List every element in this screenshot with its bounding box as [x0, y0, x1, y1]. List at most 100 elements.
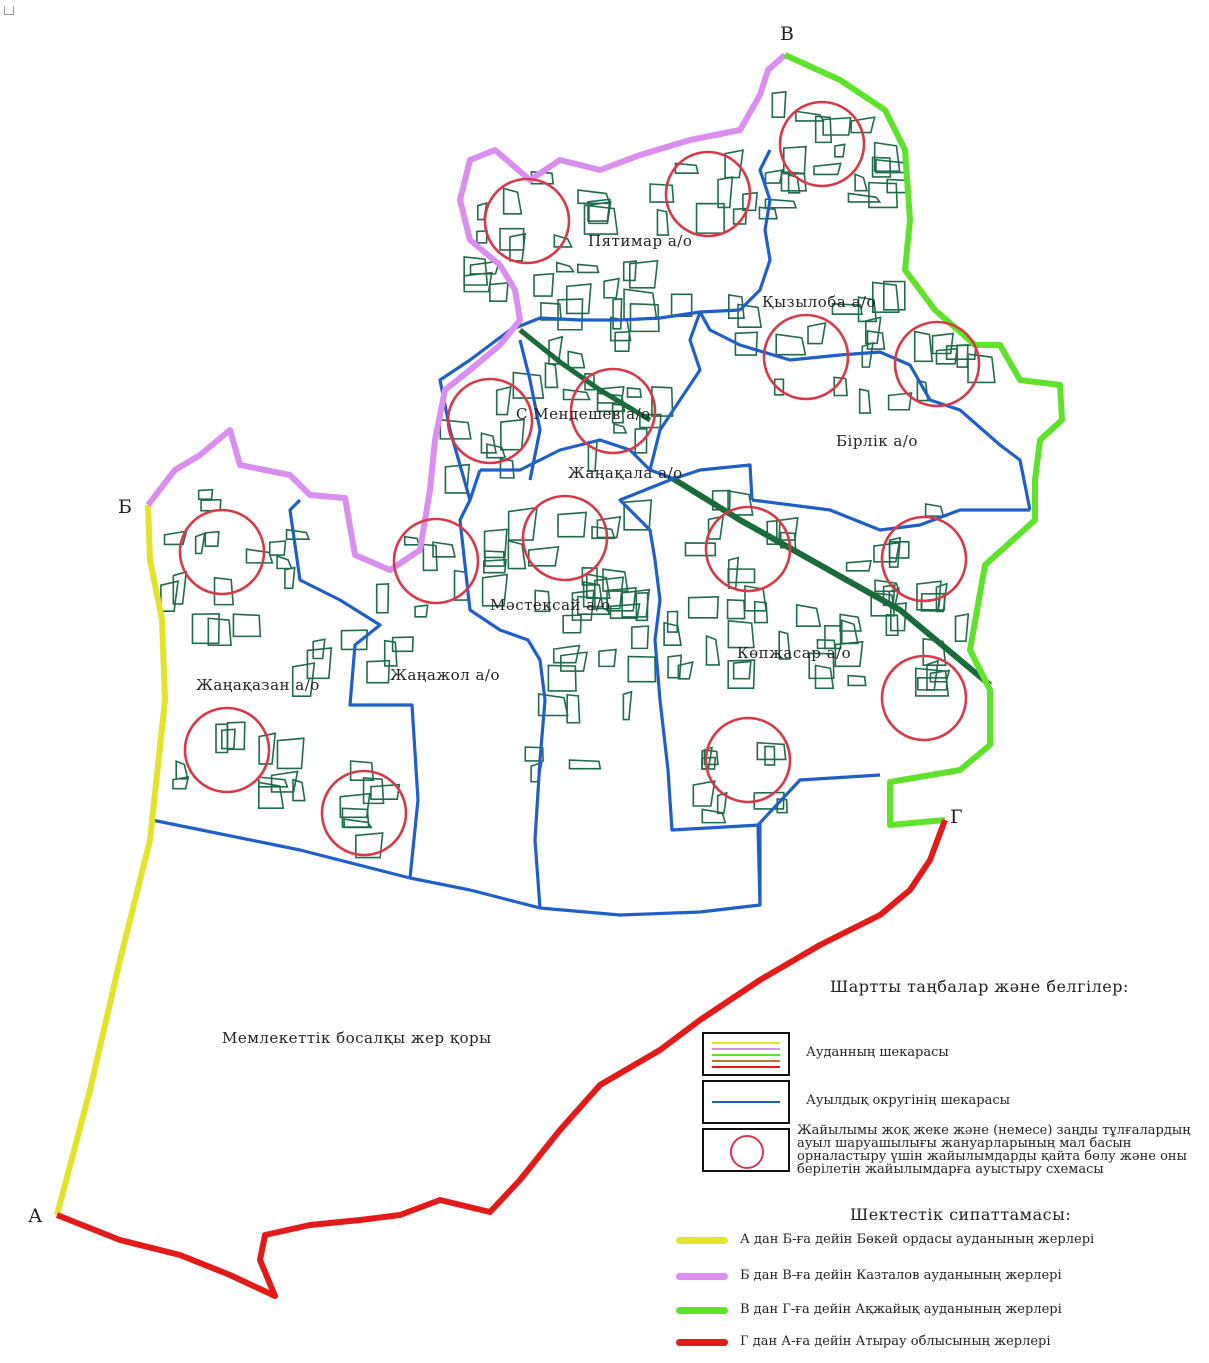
land-parcel — [935, 582, 948, 613]
land-parcel — [566, 693, 581, 724]
land-parcel — [481, 573, 509, 607]
land-parcel — [571, 589, 595, 621]
land-parcel — [753, 600, 769, 624]
land-parcel — [627, 655, 657, 683]
land-parcel — [270, 770, 299, 793]
land-parcel — [463, 271, 493, 293]
land-parcel — [775, 333, 807, 356]
land-parcel — [557, 298, 584, 331]
land-parcel — [649, 183, 675, 203]
district-label: Жаңажол а/о — [390, 666, 500, 684]
rural-district-boundary-line-icon — [702, 1080, 790, 1124]
vertex-label-v: В — [780, 23, 794, 45]
land-parcel — [557, 511, 587, 538]
pasture-circle — [320, 769, 408, 857]
district-label: Бірлік а/о — [836, 432, 918, 450]
land-parcel — [220, 728, 236, 750]
land-parcel — [339, 792, 371, 819]
land-parcel — [432, 541, 457, 558]
land-parcel — [847, 674, 867, 687]
land-parcel — [197, 488, 214, 501]
land-parcel — [484, 550, 506, 567]
land-parcel — [172, 570, 188, 605]
land-parcel — [602, 568, 629, 592]
land-parcel — [834, 143, 846, 158]
pasture-circle — [778, 100, 866, 188]
land-parcel — [737, 303, 762, 329]
land-parcel — [191, 613, 220, 645]
land-parcel — [292, 778, 306, 802]
land-parcel — [734, 331, 759, 356]
land-parcel — [656, 208, 670, 236]
boundary-title: Шектестік сипаттамасы: — [850, 1205, 1072, 1224]
land-parcel — [954, 613, 970, 642]
land-parcel — [509, 232, 526, 262]
land-parcel — [868, 181, 899, 209]
land-parcel — [924, 503, 945, 517]
land-parcel — [629, 302, 660, 333]
land-parcel — [414, 604, 429, 618]
land-parcel — [480, 432, 498, 454]
land-parcel — [831, 302, 863, 316]
land-parcel — [495, 385, 512, 416]
land-parcel — [583, 204, 619, 235]
boundary-swatch-green — [676, 1307, 728, 1314]
land-parcel — [778, 630, 791, 660]
land-parcel — [870, 591, 896, 617]
land-parcel — [861, 341, 874, 368]
boundary-segment-green — [783, 52, 1065, 828]
land-parcel — [920, 592, 946, 611]
land-parcel — [813, 162, 842, 176]
land-parcel — [524, 746, 544, 762]
land-parcel — [732, 660, 752, 680]
land-parcel — [764, 198, 798, 209]
land-parcel — [782, 145, 807, 175]
land-parcel — [527, 545, 560, 567]
land-parcel — [727, 659, 756, 690]
land-parcel — [666, 610, 679, 633]
land-parcel — [756, 741, 787, 761]
boundary-swatch-red — [676, 1339, 728, 1346]
legend-item-label: Жайылымы жоқ жеке және (немесе) заңды тұ… — [797, 1123, 1191, 1177]
land-parcel — [507, 506, 538, 541]
district-label: Пятимар а/о — [588, 232, 692, 250]
land-parcel — [926, 659, 940, 691]
land-parcel — [391, 636, 414, 653]
pasture-circle — [664, 150, 752, 238]
road — [518, 328, 652, 423]
land-parcel — [917, 676, 948, 691]
pasture-circle — [483, 177, 571, 265]
land-parcel — [935, 347, 959, 365]
land-parcel — [306, 647, 333, 680]
land-parcel — [582, 581, 604, 608]
land-parcel — [204, 530, 220, 547]
land-parcel — [172, 775, 190, 790]
land-parcel — [613, 422, 628, 434]
land-parcel — [232, 613, 262, 638]
land-parcel — [622, 260, 638, 282]
land-parcel — [663, 621, 682, 647]
land-parcel — [553, 233, 573, 248]
district-boundary-lines-icon — [702, 1032, 790, 1076]
land-parcel — [956, 344, 969, 368]
land-parcel — [340, 629, 368, 651]
boundary-item-label: А дан Б-ға дейін Бөкей ордасы ауданының … — [740, 1232, 1095, 1247]
district-label: Жаңақазан а/о — [196, 676, 320, 694]
land-parcel — [771, 90, 787, 119]
land-parcel — [871, 156, 892, 178]
land-parcel — [483, 558, 507, 574]
land-parcel — [586, 573, 611, 600]
boundary-segment-yellow — [54, 504, 168, 1216]
land-parcel — [667, 654, 683, 679]
pasture-circle — [762, 313, 850, 401]
land-parcel — [588, 201, 612, 225]
pasture-circle — [183, 706, 271, 794]
land-parcel — [160, 580, 179, 613]
land-parcel — [882, 280, 906, 311]
legend-item-label: Ауылдық округінің шекарасы — [806, 1093, 1010, 1108]
land-parcel — [596, 515, 622, 539]
land-parcel — [945, 344, 977, 360]
land-parcel — [670, 293, 693, 317]
red-circle-icon — [702, 1128, 790, 1172]
land-parcel — [775, 516, 799, 541]
